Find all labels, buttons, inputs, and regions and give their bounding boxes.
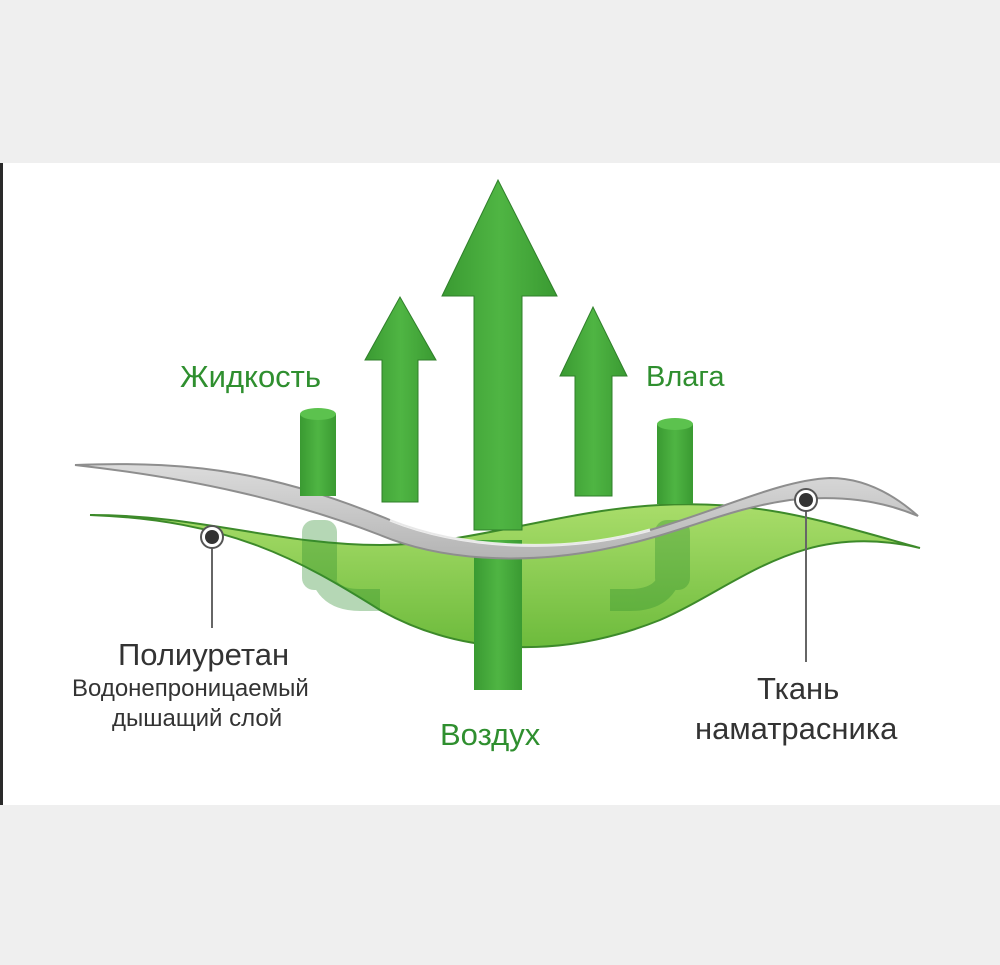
right-cylinder xyxy=(657,418,693,504)
bottom-band xyxy=(0,805,1000,965)
submerged-arrow-bases xyxy=(302,520,690,611)
liquid-cylinder xyxy=(300,408,336,496)
left-arrow xyxy=(364,295,437,503)
air-arrow-stem xyxy=(474,540,522,690)
polyurethane-desc-line1: Водонепроницаемый xyxy=(72,675,309,702)
fabric-label-line2: наматрасника xyxy=(695,711,898,746)
fabric-label-line1: Ткань xyxy=(757,671,840,706)
air-label: Воздух xyxy=(440,717,541,752)
polyurethane-callout xyxy=(200,525,224,628)
liquid-label: Жидкость xyxy=(180,359,322,394)
right-arrow xyxy=(559,305,628,497)
fabric-callout xyxy=(794,488,818,662)
polyurethane-title: Полиуретан xyxy=(118,637,290,672)
top-band xyxy=(0,0,1000,163)
polyurethane-desc-line2: дышащий слой xyxy=(112,705,283,732)
moisture-label: Влага xyxy=(646,361,725,393)
center-arrow xyxy=(441,178,558,531)
panel-left-edge xyxy=(0,163,3,805)
